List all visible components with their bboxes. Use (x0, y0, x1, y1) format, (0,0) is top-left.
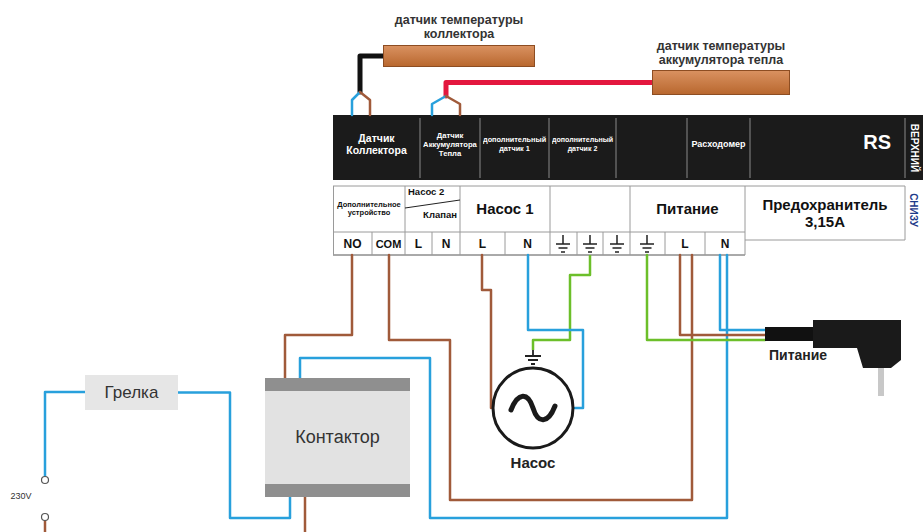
terminal-header: дополнительный датчик 2 (549, 115, 616, 180)
terminal-name: N (705, 232, 745, 255)
node-text: Питание (633, 201, 742, 218)
terminal-group: Насос 2 Клапан (405, 186, 460, 255)
supply-terminal (42, 514, 49, 521)
node-text: дополнительный датчик 2 (552, 136, 613, 153)
side-marking: ВЕРХНИЙ (905, 115, 923, 180)
contactor-supply-wire (304, 497, 307, 532)
node-text: дополнительный датчик 1 (483, 136, 546, 153)
terminal-header: дополнительный датчик 1 (480, 115, 549, 180)
wire-segment (352, 92, 360, 115)
wire-segment (647, 255, 765, 340)
node-text: Клапан (423, 210, 457, 221)
wire (285, 255, 352, 378)
terminal-grid (333, 186, 905, 255)
terminal-header: Датчик Аккумулятора Тепла (420, 115, 480, 180)
wire-segment (720, 255, 765, 330)
node-text: Контактор (271, 427, 404, 447)
wire (352, 56, 383, 115)
supply-wire (44, 520, 47, 532)
temperature-sensor: датчик температуры коллектора (383, 45, 535, 67)
wire (720, 255, 765, 330)
node-text: Насос 1 (463, 201, 547, 218)
node-text: Дополнительное устройство (336, 201, 402, 218)
wire (432, 83, 652, 116)
wire-segment (446, 83, 652, 97)
terminal-name: L (665, 232, 705, 255)
node-text: Насос 2 (408, 187, 444, 198)
wire-segment (680, 255, 765, 335)
wire (482, 255, 491, 408)
heater-box: Грелка (85, 375, 178, 410)
wire-segment (446, 96, 460, 115)
sensor-caption: датчик температуры коллектора (371, 13, 547, 41)
wire-segment (360, 92, 370, 115)
terminal-name: N (505, 232, 550, 255)
ground-terminal-symbols (556, 235, 654, 252)
node-text: Питание (767, 348, 829, 364)
pump-symbol: Насос (491, 366, 575, 450)
terminal-name: L (405, 232, 432, 255)
node-text: Предохранитель 3,15А (748, 197, 902, 231)
terminal-name: N (432, 232, 460, 255)
pump-ground-symbol (525, 350, 541, 364)
side-marking: СНИЗУ (905, 180, 923, 240)
node-text: Датчик Коллектора (336, 133, 417, 157)
terminal-header: Датчик Коллектора (333, 115, 420, 180)
node-text: Насос (491, 455, 575, 472)
sensor-caption: датчик температуры аккумулятора тепла (641, 39, 801, 67)
wire-segment (432, 96, 446, 115)
wire-segment (482, 255, 491, 408)
pump-ground-wire (533, 255, 590, 350)
supply-terminal (42, 477, 49, 484)
terminal-name: L (460, 232, 505, 255)
wire (647, 255, 765, 340)
wire-segment (285, 255, 352, 378)
power-plug: Питание (765, 318, 905, 400)
voltage-label: 230V (4, 489, 38, 503)
terminal-cover (333, 115, 923, 180)
terminal-header: RS (750, 115, 905, 180)
terminal-name: COM (372, 232, 405, 255)
supply-wire (45, 392, 85, 477)
wire-segment (360, 56, 383, 92)
wire (680, 255, 765, 335)
node-text: Датчик Аккумулятора Тепла (423, 131, 477, 158)
temperature-sensor: датчик температуры аккумулятора тепла (652, 70, 790, 95)
terminal-group: Насос 1 (460, 186, 550, 255)
terminal-header: Расходомер (687, 115, 750, 180)
node-text: RS (753, 131, 891, 153)
node-text: Грелка (91, 383, 172, 402)
node-text: Расходомер (690, 139, 747, 149)
contactor-box: Контактор (265, 378, 410, 497)
cover-dividers (420, 118, 905, 178)
fuse-label: Предохранитель 3,15А (745, 186, 905, 255)
terminal-name: NO (333, 232, 372, 255)
node-outline (491, 366, 575, 450)
